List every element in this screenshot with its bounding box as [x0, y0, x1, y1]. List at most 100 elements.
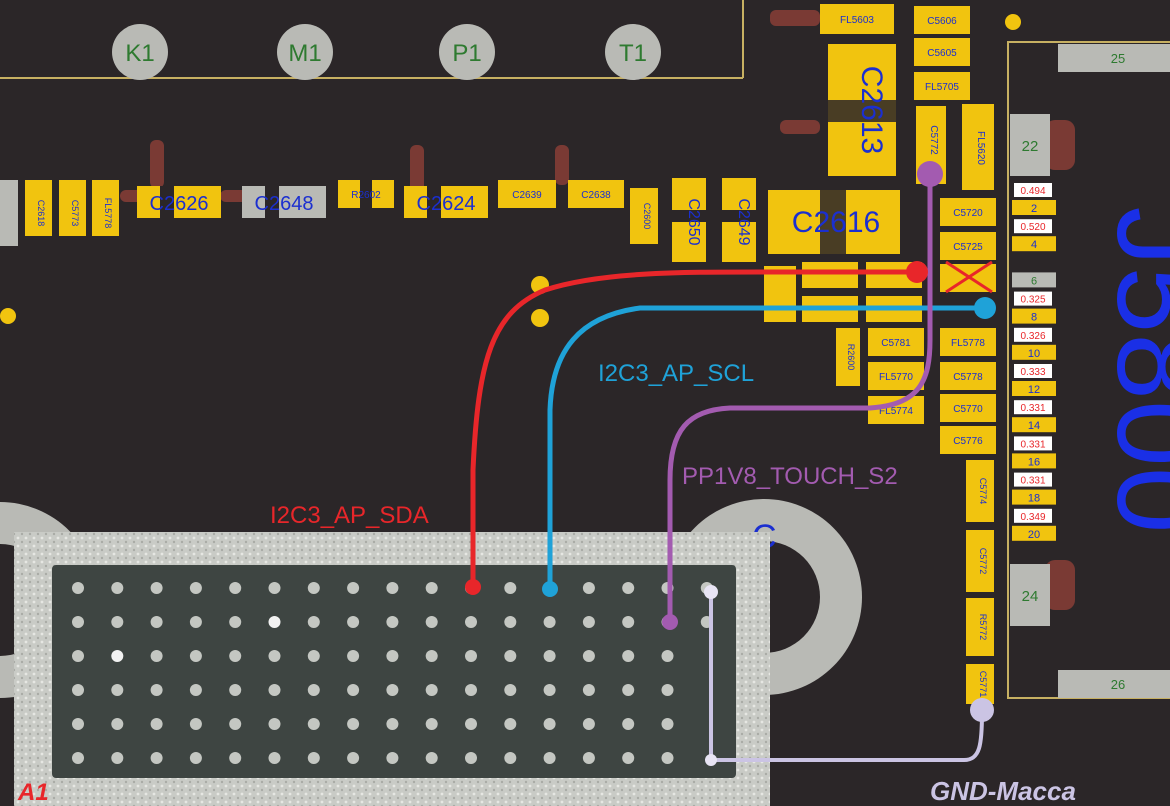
- label-c5771: C5771: [978, 671, 988, 698]
- bga-ball: [150, 684, 163, 696]
- bga-ball: [111, 650, 124, 662]
- bga-ball: [189, 616, 202, 628]
- bga-ball: [425, 718, 438, 730]
- bga-ball: [229, 650, 242, 662]
- pin-number-8: 8: [1031, 312, 1037, 324]
- net-traces: [470, 171, 988, 762]
- pin-pad: [1012, 453, 1056, 469]
- bga-ball: [268, 718, 281, 730]
- pin-number-20: 20: [1028, 529, 1040, 541]
- bga-ball: [150, 752, 163, 764]
- label-c5606: C5606: [927, 16, 957, 27]
- pin-value-4: 0.520: [1020, 222, 1045, 233]
- bga-ball: [268, 616, 281, 628]
- bga-ball: [543, 650, 556, 662]
- bga-ball: [189, 650, 202, 662]
- bga-ball: [307, 752, 320, 764]
- bga-ball: [307, 684, 320, 696]
- pin-value-box: [1014, 508, 1052, 523]
- bga-ball: [543, 752, 556, 764]
- bga-ball: [229, 582, 242, 594]
- label-c2618: FL5778: [103, 198, 113, 229]
- bga-ball: [189, 718, 202, 730]
- bga-ball: [72, 616, 84, 628]
- connector-pin-rows: 0.49420.520460.32580.326100.333120.33114…: [1012, 183, 1056, 541]
- bga-ball: [347, 752, 360, 764]
- bga-ball: [425, 616, 438, 628]
- bga-ball: [582, 650, 595, 662]
- bga-ball: [268, 684, 281, 696]
- connector-pin-22: 22: [1022, 138, 1039, 155]
- label-c5781: C5781: [881, 338, 911, 349]
- pin-value-box: [1014, 219, 1052, 234]
- pin-value-box: [1014, 436, 1052, 451]
- bga-ball: [661, 650, 674, 662]
- label-c5774: C5774: [978, 478, 988, 505]
- bga-ball: [268, 650, 281, 662]
- bga-ball: [661, 752, 674, 764]
- label-c5778: C5778: [953, 372, 983, 383]
- bga-ball: [307, 616, 320, 628]
- ball-grid: [72, 582, 713, 764]
- pin-value-box: [1014, 400, 1052, 415]
- pin-value-14: 0.331: [1020, 403, 1045, 414]
- pad-p1: P1: [452, 40, 481, 67]
- bga-ball: [425, 684, 438, 696]
- bga-ball: [150, 582, 163, 594]
- label-r2600: C2618: [36, 200, 46, 227]
- pad-t1: T1: [619, 40, 647, 67]
- bga-ball: [622, 752, 635, 764]
- pin-pad: [1012, 344, 1056, 360]
- bga-ball: [425, 752, 438, 764]
- bga-ball: [504, 718, 517, 730]
- pin-pad: [1012, 236, 1056, 252]
- bga-ball: [543, 684, 556, 696]
- bga-ball: [72, 684, 84, 696]
- net-pp1v8-trace: [667, 171, 933, 625]
- label-c2600: C2600: [642, 203, 652, 230]
- bga-ball: [347, 684, 360, 696]
- pin-value-20: 0.349: [1020, 512, 1045, 523]
- bga-ball: [111, 684, 124, 696]
- label-fl5620: FL5620: [975, 131, 986, 165]
- pin-number-6: 6: [1031, 275, 1037, 287]
- bga-ball: [229, 684, 242, 696]
- bga-ball: [386, 752, 399, 764]
- pin-value-box: [1014, 183, 1052, 197]
- cross-mark: [945, 260, 993, 294]
- pin-value-10: 0.326: [1020, 331, 1045, 342]
- label-c5605: C5605: [927, 48, 957, 59]
- bga-ball: [622, 684, 635, 696]
- pin-value-box: [1014, 291, 1052, 306]
- bga-ball: [543, 718, 556, 730]
- label-c5770: C5770: [953, 404, 983, 415]
- bga-ball: [347, 718, 360, 730]
- net-label-scl: I2C3_AP_SCL: [598, 360, 754, 387]
- chip: A1: [14, 532, 770, 806]
- bga-ball: [386, 582, 399, 594]
- bga-ball: [425, 582, 438, 594]
- label-fl5770: FL5770: [879, 372, 913, 383]
- label-fl5774: FL5774: [879, 406, 913, 417]
- bga-ball: [150, 650, 163, 662]
- pin-value-8: 0.325: [1020, 295, 1045, 306]
- bga-ball: [347, 616, 360, 628]
- bga-ball: [504, 752, 517, 764]
- bga-ball: [465, 684, 477, 696]
- pin-number-10: 10: [1028, 348, 1040, 360]
- net-label-sda: I2C3_AP_SDA: [270, 502, 429, 529]
- bga-ball: [582, 684, 595, 696]
- bga-ball: [386, 718, 399, 730]
- pin-pad: [1012, 489, 1056, 505]
- pad-k1: K1: [125, 40, 154, 67]
- label-c2624: C2624: [417, 193, 476, 215]
- bga-ball: [229, 718, 242, 730]
- label-c5720: C5720: [953, 208, 983, 219]
- connector-pin-25: 25: [1111, 51, 1125, 66]
- bga-ball: [72, 718, 84, 730]
- bga-ball: [582, 616, 595, 628]
- connector-j5800: 25 26 22 24 J5800: [1007, 41, 1170, 699]
- bga-ball: [425, 650, 438, 662]
- pin-pad: [1012, 381, 1056, 396]
- label-c5773: R2600: [846, 344, 856, 371]
